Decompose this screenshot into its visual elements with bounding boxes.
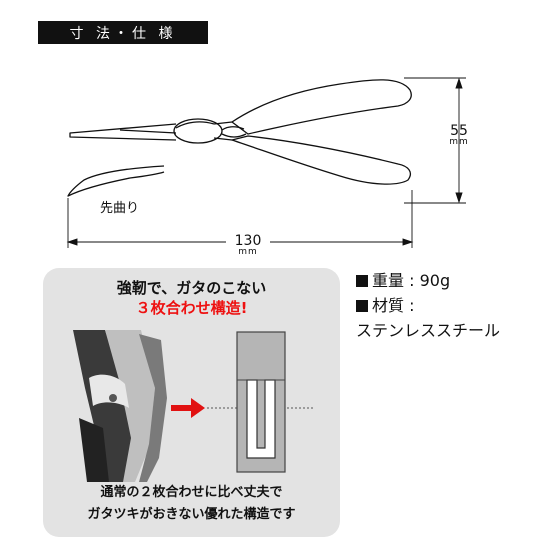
spec-weight-value: 90g — [419, 271, 451, 290]
height-label: 55 mm — [446, 124, 472, 147]
feature-headline-line2: ３枚合わせ構造! — [135, 299, 248, 317]
spec-material: 材質 : — [356, 293, 500, 318]
lower-handle — [231, 135, 412, 185]
height-value: 55 — [450, 123, 468, 139]
feature-caption: 通常の２枚合わせに比べ丈夫で ガタツキがおきない優れた構造です — [43, 482, 340, 526]
three-layer-diagram — [236, 331, 286, 473]
spec-separator: : — [409, 296, 415, 315]
length-value: 130 — [234, 233, 262, 249]
length-unit: mm — [238, 247, 258, 257]
feature-panel: 強靭で、ガタのこない ３枚合わせ構造! 通常の２枚合わせに比べ丈夫で ガタツキが… — [43, 268, 340, 537]
feature-illustration — [73, 330, 315, 482]
section-title: 寸 法・仕 様 — [38, 21, 208, 44]
spec-separator: : — [409, 271, 415, 290]
bullet-square-icon — [356, 300, 368, 312]
spec-weight-label: 重量 — [372, 271, 405, 290]
length-arrow-right — [402, 238, 414, 246]
tip-label: 先曲り — [100, 201, 140, 216]
pliers-closeup-photo — [73, 330, 167, 482]
spec-material-label: 材質 — [372, 296, 405, 315]
feature-headline-line1: 強靭で、ガタのこない — [116, 279, 267, 297]
spec-list: 重量 : 90g 材質 : ステンレススチール — [356, 268, 500, 343]
height-unit: mm — [449, 137, 469, 147]
bent-tip — [67, 165, 165, 197]
bullet-square-icon — [356, 275, 368, 287]
feature-headline: 強靭で、ガタのこない ３枚合わせ構造! — [43, 278, 340, 318]
pivot-joint — [173, 118, 223, 144]
spec-weight: 重量 : 90g — [356, 268, 500, 293]
feature-caption-line1: 通常の２枚合わせに比べ丈夫で — [100, 485, 283, 500]
spec-material-value: ステンレススチール — [356, 321, 501, 340]
height-arrow-bottom — [455, 192, 463, 204]
upper-handle — [231, 79, 412, 135]
length-label: 130 mm — [226, 234, 270, 257]
red-arrow-icon — [171, 398, 205, 418]
spring — [221, 126, 247, 138]
length-arrow-left — [66, 238, 78, 246]
feature-caption-line2: ガタツキがおきない優れた構造です — [87, 507, 296, 522]
pliers-drawing — [66, 77, 466, 248]
height-arrow-top — [455, 77, 463, 89]
nose-jaw — [69, 123, 177, 141]
